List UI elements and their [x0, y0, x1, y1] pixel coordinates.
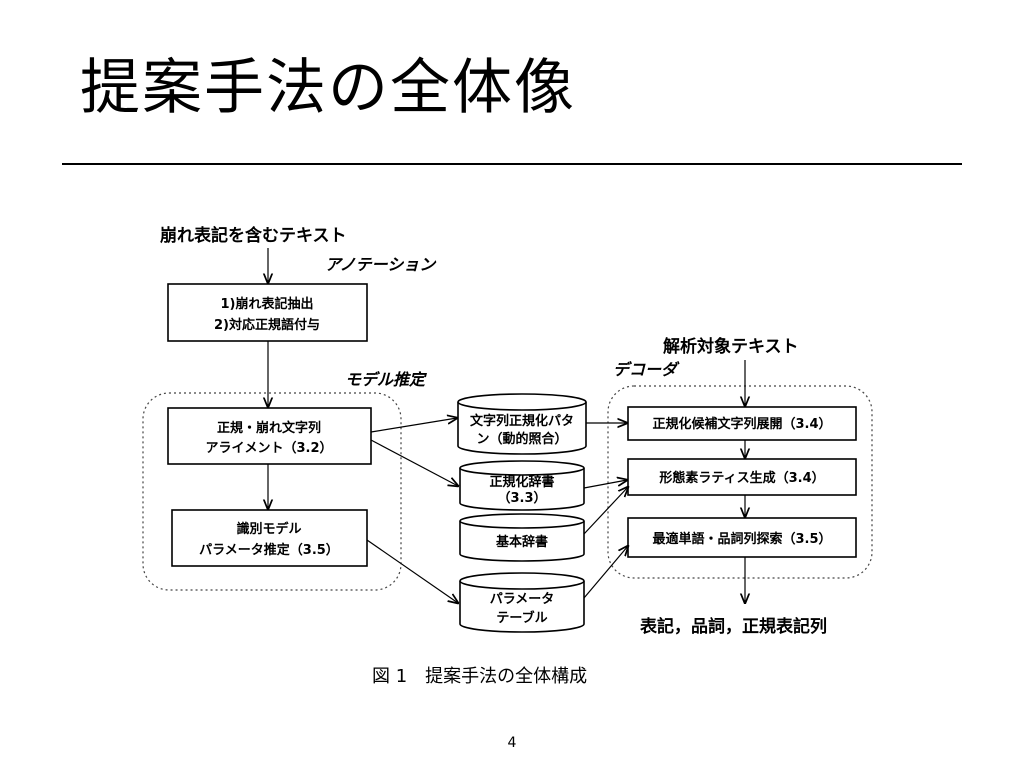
alignment-box-line2: アライメント（3.2）: [205, 440, 332, 456]
slide-title: 提案手法の全体像: [80, 53, 576, 123]
model-estimation-group: [142, 392, 402, 591]
parameter-table-line2: テーブル: [496, 610, 547, 626]
lattice-generation-label: 形態素ラティス生成（3.4）: [659, 470, 824, 486]
basic-dictionary: [459, 513, 585, 562]
arrow-basic-dict-to-lattice: [583, 487, 628, 535]
decoder-group-label: デコーダ: [613, 360, 680, 379]
pattern-database: [457, 393, 587, 455]
basic-dictionary-label: 基本辞書: [495, 534, 548, 550]
alignment-box: [167, 407, 372, 465]
arrow-align-to-norm-dict: [370, 439, 458, 486]
candidate-expansion-label: 正規化候補文字列展開（3.4）: [652, 416, 831, 432]
arrow-align-to-pattern: [370, 418, 457, 433]
normalization-dictionary: [459, 460, 585, 511]
normalization-dictionary-line1: 正規化辞書: [489, 474, 554, 490]
figure-caption: 図 1 提案手法の全体構成: [372, 666, 587, 687]
input-text-label: 崩れ表記を含むテキスト: [160, 225, 347, 246]
parameter-table-line1: パラメータ: [490, 592, 555, 607]
arrow-param-to-table: [366, 539, 458, 603]
model-group-label: モデル推定: [345, 370, 427, 389]
title-divider: [62, 163, 962, 165]
parameter-estimation-box-line2: パラメータ推定（3.5）: [199, 542, 339, 558]
pattern-database-line1: 文字列正規化パタ: [470, 413, 574, 429]
extract-box: [167, 283, 368, 342]
extract-box-line1: 1)崩れ表記抽出: [221, 296, 314, 312]
arrow-table-to-search: [583, 546, 628, 599]
optimal-search-box: [627, 517, 857, 558]
target-text-label: 解析対象テキスト: [663, 336, 799, 357]
candidate-expansion-box: [627, 406, 857, 441]
annotation-label: アノテーション: [325, 255, 437, 274]
optimal-search-label: 最適単語・品詞列探索（3.5）: [652, 531, 831, 547]
parameter-estimation-box-line1: 識別モデル: [236, 521, 301, 537]
decoder-group: [607, 385, 873, 579]
parameter-estimation-box: [171, 509, 368, 567]
arrow-norm-dict-to-lattice: [583, 480, 627, 489]
page-number: 4: [507, 735, 517, 751]
normalization-dictionary-line2: （3.3）: [497, 490, 546, 506]
pattern-database-line2: ン（動的照合）: [476, 431, 567, 447]
output-text-label: 表記，品詞，正規表記列: [640, 616, 827, 637]
lattice-generation-box: [627, 458, 857, 496]
alignment-box-line1: 正規・崩れ文字列: [217, 420, 321, 436]
parameter-table: [459, 572, 585, 633]
extract-box-line2: 2)対応正規語付与: [214, 317, 320, 333]
